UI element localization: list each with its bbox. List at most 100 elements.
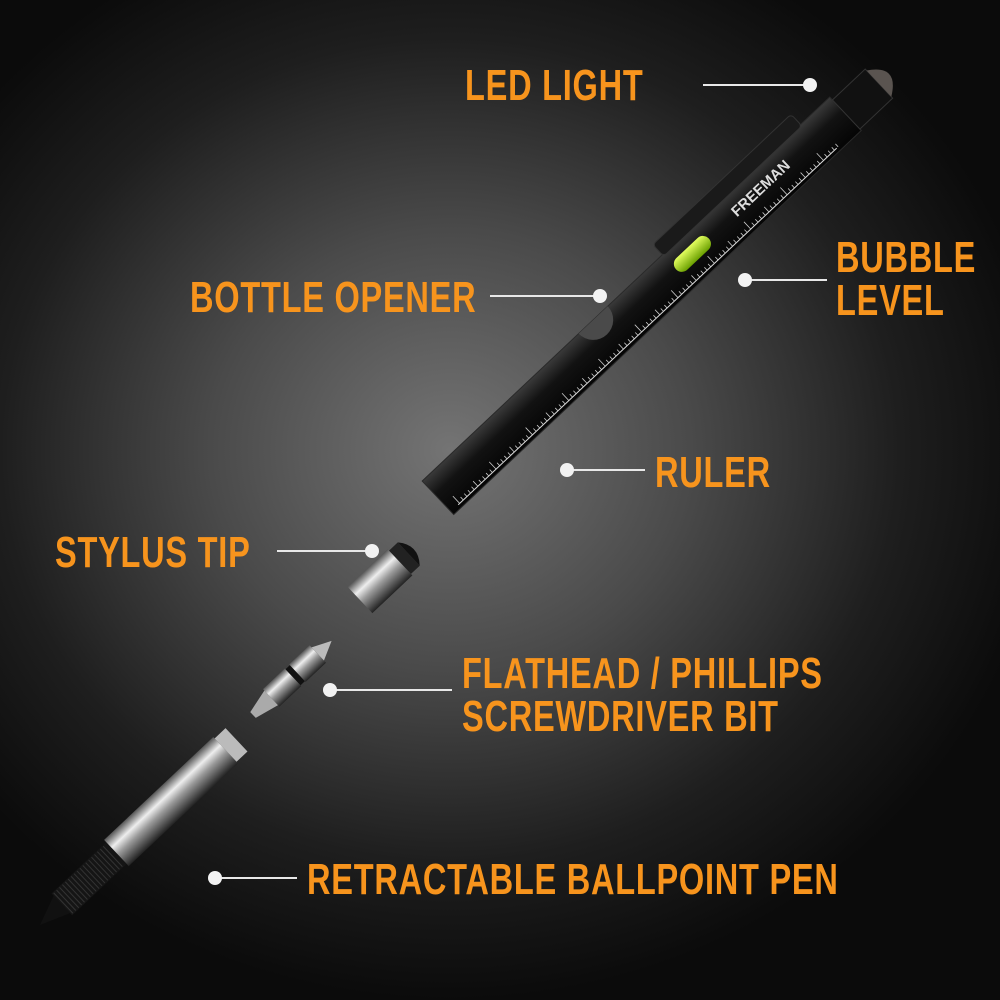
ruler-tick: [463, 493, 468, 497]
ruler-tick: [678, 291, 682, 295]
ruler-tick: [634, 324, 642, 333]
ruler-marker: [560, 463, 574, 477]
pen-grip-knurl: [67, 878, 88, 900]
ruler-tick: [727, 240, 733, 247]
ruler-tick: [809, 167, 813, 172]
bottle-opener-marker: [593, 289, 607, 303]
ruler-tick: [776, 198, 781, 202]
pen-grip-knurl: [64, 881, 85, 903]
ruler-tick: [653, 315, 657, 319]
ruler-tick: [671, 297, 675, 302]
ruler-tick: [536, 424, 541, 429]
ruler-tick: [722, 249, 726, 254]
pen-grip-knurl: [59, 887, 80, 909]
ruler-tick: [472, 480, 479, 487]
ruler-tick: [813, 164, 817, 168]
bottle-opener-notch: [578, 306, 614, 340]
ruler-tick: [824, 153, 828, 158]
ruler-tick: [718, 253, 722, 257]
ruler-tick: [522, 438, 526, 442]
ruler-tick: [558, 404, 562, 408]
led-light-marker: [803, 78, 817, 92]
pocket-clip: [653, 115, 801, 256]
ruler-tick: [691, 275, 697, 281]
ruler-tick: [791, 184, 795, 189]
bubble-level-marker: [738, 273, 752, 287]
pen-grip-knurl: [99, 848, 120, 870]
ruler-tick: [736, 236, 741, 240]
ruler-tick: [489, 469, 493, 473]
ruler-tick: [744, 229, 748, 233]
ruler-tick: [816, 160, 821, 165]
ballpoint-pen-marker: [208, 871, 222, 885]
bubble-level-vial: [673, 235, 711, 272]
ballpoint-pen-part: [40, 728, 248, 925]
ruler-tick: [758, 215, 763, 220]
ruler-tick: [551, 411, 555, 415]
ruler-tick: [624, 342, 628, 346]
ruler-tick: [740, 232, 744, 237]
ruler-tick: [780, 187, 788, 196]
pen-grip-knurl: [88, 859, 109, 881]
ruler-tick: [496, 462, 501, 466]
ruler-tick: [773, 201, 777, 206]
bottle-opener-leader: [490, 295, 600, 297]
ruler-tick: [482, 476, 486, 480]
ruler-tick: [715, 256, 719, 261]
pen-grip-knurl: [96, 851, 117, 873]
label-bottle-opener: BOTTLE OPENER: [190, 273, 477, 322]
ruler-tick: [591, 373, 595, 377]
ruler-tick: [503, 455, 508, 460]
label-screwdriver-bit-line1: FLATHEAD / PHILLIPS: [462, 649, 823, 698]
ruler-tick: [618, 343, 624, 350]
ruler-tick: [707, 255, 715, 264]
ruler-tick: [525, 435, 530, 439]
ruler-tick: [700, 270, 704, 274]
ruler-tick: [545, 412, 551, 418]
ruler-tick: [452, 495, 460, 504]
ruler-tick: [660, 308, 664, 312]
pen-grip-knurl: [76, 870, 97, 892]
ruler-tick: [598, 358, 606, 367]
screwdriver-bit-marker: [323, 683, 337, 697]
ruler-tick: [609, 356, 613, 360]
pen-grip-knurl: [82, 865, 103, 887]
pen-grip-knurl: [62, 884, 82, 906]
pen-grip-knurl: [102, 845, 123, 867]
ruler-tick: [769, 205, 773, 209]
ruler-tick: [509, 446, 515, 453]
label-bubble-level: BUBBLE LEVEL: [836, 233, 977, 323]
ruler-tick: [544, 417, 548, 422]
pen-grip-knurl: [73, 873, 94, 895]
ruler-tick: [533, 428, 537, 432]
ruler-tick: [696, 273, 701, 278]
ruler-tick: [649, 318, 653, 322]
ruler-tick: [664, 304, 668, 309]
label-screwdriver-bit-line2: SCREWDRIVER BIT: [462, 692, 779, 741]
stylus-tip-marker: [365, 544, 379, 558]
ruler-tick: [645, 321, 650, 326]
ballpoint-pen-leader: [215, 877, 297, 879]
ruler-tick: [751, 222, 755, 226]
ruler-tick: [670, 290, 679, 298]
ruler-tick: [780, 195, 784, 199]
ruler-tick: [798, 177, 803, 182]
pen-grip-knurl: [85, 862, 106, 884]
ruler-tick: [631, 335, 635, 340]
ruler-scale: [457, 147, 838, 506]
ruler-tick: [733, 239, 737, 244]
ruler-tick: [806, 171, 810, 175]
ruler-tick: [561, 392, 570, 401]
ruler-tick: [573, 390, 577, 394]
ruler-tick: [816, 152, 824, 161]
stylus-tip-part: [347, 542, 420, 614]
label-bubble-level-line1: BUBBLE: [836, 233, 977, 282]
label-stylus-tip: STYLUS TIP: [55, 528, 251, 577]
ruler-tick: [514, 445, 519, 449]
ruler-tick: [827, 150, 832, 154]
ruler-tick: [525, 427, 533, 436]
ruler-tick: [471, 486, 475, 490]
ruler-tick: [598, 366, 602, 370]
ruler-tick: [654, 309, 661, 316]
ruler-tick: [755, 219, 759, 223]
